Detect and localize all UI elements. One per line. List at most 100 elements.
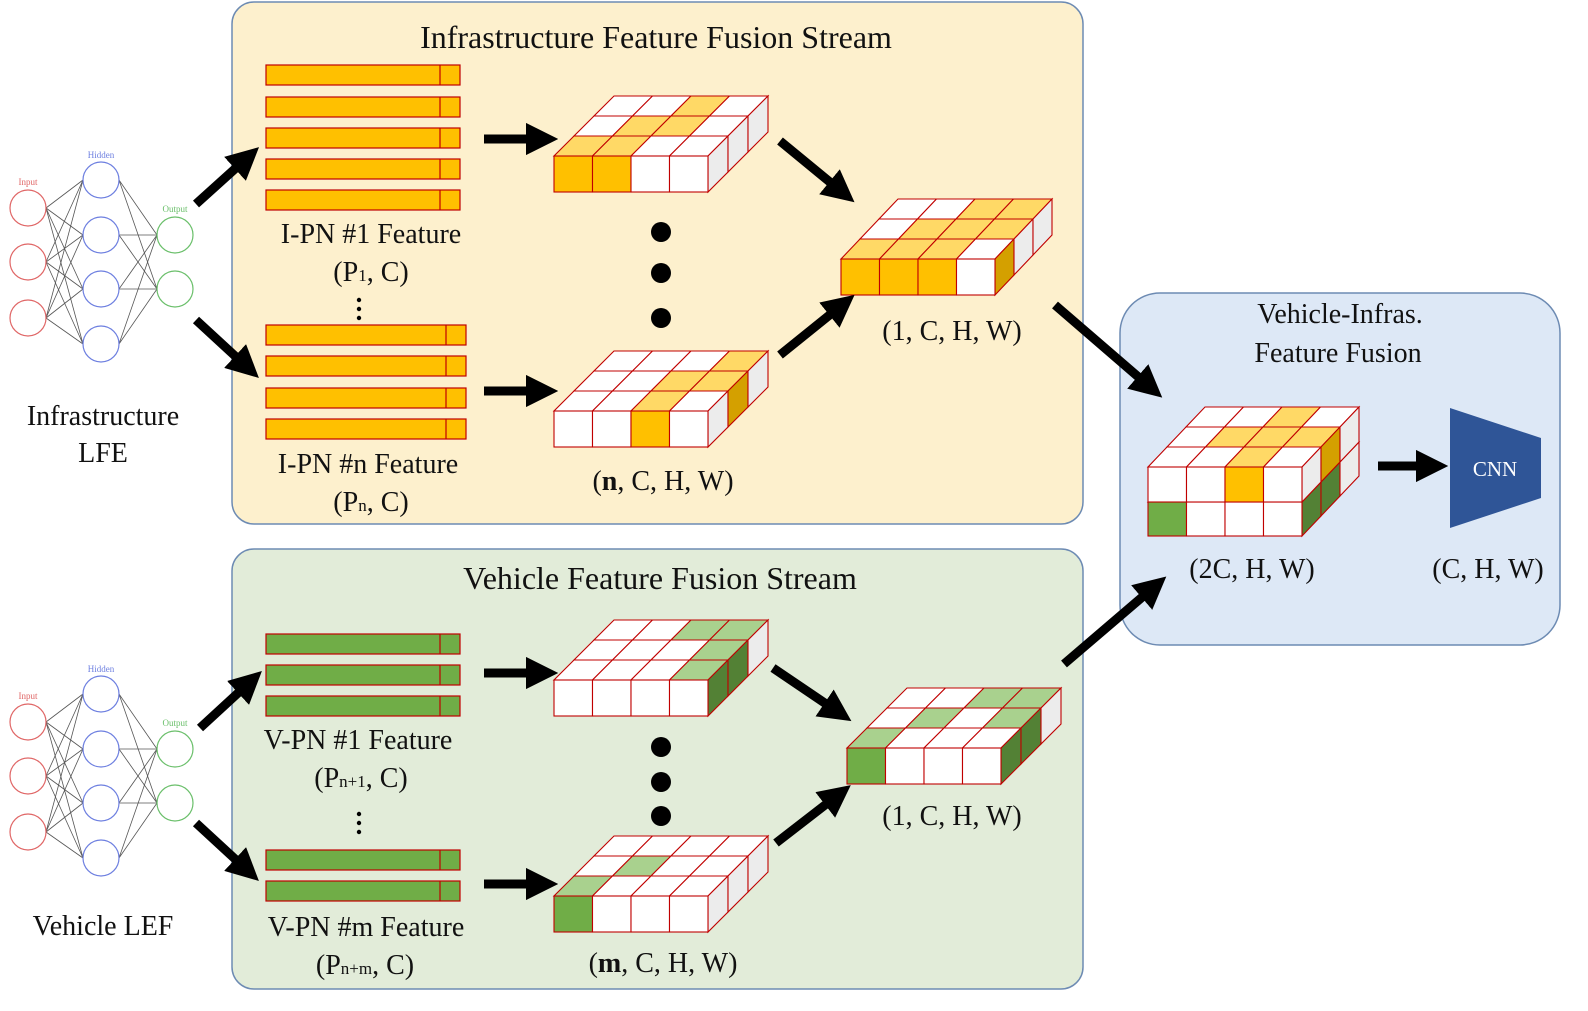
infra-lfe-label-line1: Infrastructure xyxy=(27,401,179,432)
feature-bar xyxy=(265,387,467,409)
infra-grids-ellipsis xyxy=(651,222,671,328)
infra-pnn-label: I-PN #n Feature xyxy=(278,449,458,480)
voxel-front-cell xyxy=(591,895,632,933)
voxel-front-cell xyxy=(591,410,632,448)
infra-pnn-shape: (Pn, C) xyxy=(333,487,408,518)
feature-bar xyxy=(265,880,461,902)
voxel-side-cell xyxy=(1032,197,1053,257)
nn-input-node xyxy=(9,189,47,227)
voxel-front-cell xyxy=(961,747,1002,785)
voxel-front-cell xyxy=(884,747,925,785)
output-shape: (C, H, W) xyxy=(1432,554,1543,585)
voxel-front-cell xyxy=(553,155,594,193)
voxel-side-cell xyxy=(747,618,769,678)
cnn-block xyxy=(1450,408,1541,528)
infra-pnn-shape-close: , C) xyxy=(367,487,409,518)
vehicle-pnm-shape-open: (P xyxy=(316,950,341,981)
nn-hidden-node xyxy=(82,161,120,199)
voxel-front-cell xyxy=(668,679,709,717)
infra-bars-ellipsis xyxy=(356,297,362,321)
nn-input-label: Input xyxy=(19,177,38,187)
flow-arrows xyxy=(192,122,1449,901)
infra-pn1-shape-close: , C) xyxy=(367,257,409,288)
feature-bar xyxy=(265,355,467,377)
feature-bar xyxy=(265,127,461,149)
nn-output-label: Output xyxy=(162,204,188,214)
vehicle-stack-shape: (m, C, H, W) xyxy=(589,948,738,979)
vehicle-fused-shape: (1, C, H, W) xyxy=(882,801,1021,832)
voxel-front-cell xyxy=(630,410,671,448)
nn-output-node xyxy=(156,270,194,308)
nn-connections xyxy=(45,693,158,859)
infra-stack-bold: n xyxy=(602,466,618,497)
nn-hidden-label: Hidden xyxy=(88,150,115,160)
feature-bar xyxy=(265,64,461,86)
voxel-front-cell xyxy=(1224,466,1265,503)
fusion-title-line2: Feature Fusion xyxy=(1254,338,1421,369)
vehicle-bars-ellipsis xyxy=(356,811,362,835)
nn-input-label: Input xyxy=(19,691,38,701)
infra-pnn-shape-open: (P xyxy=(333,487,358,518)
voxel-front-cell xyxy=(630,895,671,933)
vehicle-pn1-shape-open: (P xyxy=(314,763,339,794)
feature-bar xyxy=(265,695,461,717)
infra-pnn-shape-sub: n xyxy=(358,496,367,515)
voxel-front-cell xyxy=(668,895,709,933)
infra-pn1-shape-sub: 1 xyxy=(358,266,367,285)
feature-bar xyxy=(265,324,467,346)
nn-hidden-node xyxy=(82,216,120,254)
arrow-infra-nn-to-pn1 xyxy=(192,147,260,208)
nn-input-node xyxy=(9,813,47,851)
infra-pn1-label: I-PN #1 Feature xyxy=(281,219,461,250)
voxel-front-cell xyxy=(553,895,594,933)
vehicle-grid-m xyxy=(552,834,770,934)
concat-shape: (2C, H, W) xyxy=(1189,554,1314,585)
vehicle-stack-bold: m xyxy=(598,948,621,979)
voxel-front-cell xyxy=(923,747,964,785)
voxel-front-cell xyxy=(668,155,709,193)
infra-fused-shape: (1, C, H, W) xyxy=(882,316,1021,347)
vehicle-pnm-shape: (Pn+m, C) xyxy=(316,950,414,981)
nn-hidden-node xyxy=(82,730,120,768)
nn-hidden-label: Hidden xyxy=(88,664,115,674)
voxel-front-cell xyxy=(878,258,919,296)
arrow-veh-grid1-to-fused xyxy=(770,664,852,722)
voxel-front-cell xyxy=(630,679,671,717)
arrow-veh-fused-to-concat xyxy=(1061,576,1167,668)
voxel-front-cell xyxy=(630,155,671,193)
voxel-front-cell xyxy=(1224,501,1265,537)
nn-input-node xyxy=(9,757,47,795)
nn-hidden-node xyxy=(82,270,120,308)
infra-pn1-feature-bars xyxy=(265,64,461,211)
voxel-side-cell xyxy=(1339,405,1360,464)
nn-hidden-node xyxy=(82,839,120,877)
voxel-front-cell xyxy=(846,747,887,785)
nn-output-node xyxy=(156,216,194,254)
nn-output-node xyxy=(156,784,194,822)
vehicle-pnm-shape-sub: n+m xyxy=(341,959,372,978)
arrow-veh-gridm-to-fused xyxy=(773,785,851,847)
feature-bar xyxy=(265,158,461,180)
infra-pnn-feature-bars xyxy=(265,324,467,440)
arrow-infra-fused-to-concat xyxy=(1052,301,1163,398)
voxel-side-cell xyxy=(747,94,769,154)
infra-stream-title: Infrastructure Feature Fusion Stream xyxy=(420,19,892,55)
vehicle-stack-rest: , C, H, W) xyxy=(621,948,737,979)
feature-bar xyxy=(265,664,461,686)
vehicle-pn1-feature-bars xyxy=(265,633,461,717)
nn-input-node xyxy=(9,299,47,337)
nn-input-node xyxy=(9,243,47,281)
voxel-side-cell xyxy=(747,834,769,894)
nn-output-label: Output xyxy=(162,718,188,728)
vehicle-pnm-shape-close: , C) xyxy=(372,950,414,981)
infra-lfe-label-line2: LFE xyxy=(78,438,128,469)
arrow-veh-nn-to-pn1 xyxy=(196,671,262,732)
vehicle-fused-grid xyxy=(845,686,1063,786)
vehicle-stream-panel xyxy=(231,548,1084,990)
voxel-front-cell xyxy=(917,258,958,296)
voxel-side-cell xyxy=(747,349,769,409)
feature-bar xyxy=(265,418,467,440)
nn-hidden-node xyxy=(82,325,120,363)
